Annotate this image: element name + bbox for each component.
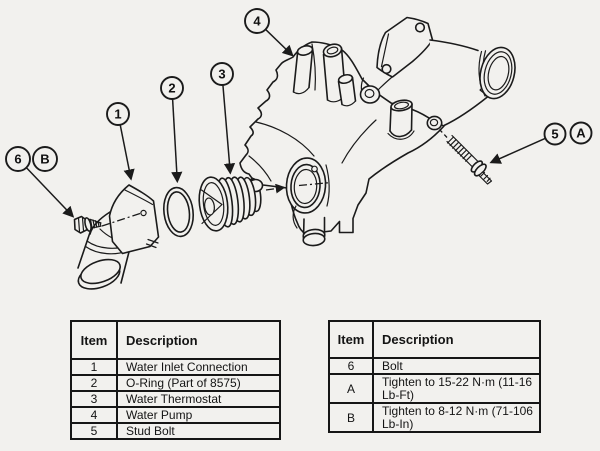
callout-5: 5	[543, 122, 567, 146]
item-description: Tighten to 8-12 N·m (71-106 Lb-In)	[382, 404, 533, 431]
item-column-header: Item	[330, 322, 374, 357]
item-number: 6	[330, 359, 374, 373]
bolt-drawing	[73, 212, 141, 234]
item-number: 5	[72, 424, 118, 438]
callout-4-label: 4	[253, 14, 261, 29]
description-column-header: Description	[382, 332, 454, 347]
callout-b: B	[32, 146, 58, 172]
callout-a: A	[569, 121, 593, 145]
mounting-boss	[359, 76, 393, 104]
table-row: 3 Water Thermostat	[72, 390, 279, 406]
item-description: Water Inlet Connection	[126, 360, 248, 374]
thermostat-seat-opening	[285, 157, 327, 214]
stud-bolt-hole-boss	[426, 115, 443, 131]
top-mounting-flange	[376, 16, 434, 78]
seat-bolt-hole	[311, 165, 318, 173]
flange-bolt-hole	[414, 22, 426, 33]
item-description: Water Pump	[126, 408, 193, 422]
callout-6-label: 6	[14, 152, 21, 167]
table-row: B Tighten to 8-12 N·m (71-106 Lb-In)	[330, 402, 539, 431]
table-header-row: Item Description	[330, 322, 539, 357]
stud-bolt-drawing	[439, 129, 493, 185]
o-ring-drawing	[163, 186, 194, 238]
item-number: 3	[72, 392, 118, 406]
item-description: Stud Bolt	[126, 424, 175, 438]
callout-3: 3	[210, 62, 234, 86]
table-row: 5 Stud Bolt	[72, 422, 279, 438]
callout-2: 2	[160, 76, 184, 100]
pump-stud-pins	[292, 43, 357, 107]
callout-1: 1	[106, 102, 130, 126]
centerline	[265, 183, 286, 194]
callout-b-label: B	[40, 152, 49, 167]
item-column-header: Item	[72, 322, 118, 358]
thermostat-drawing	[198, 176, 264, 232]
callout-leader-lines	[26, 28, 546, 218]
item-description: O-Ring (Part of 8575)	[126, 376, 241, 390]
description-column-header: Description	[126, 332, 198, 348]
callout-a-label: A	[576, 126, 586, 141]
parts-table-right: Item Description 6 Bolt A Tighten to 15-…	[328, 320, 541, 433]
item-number: 4	[72, 408, 118, 422]
callout-3-label: 3	[218, 67, 225, 82]
item-number: 1	[72, 360, 118, 374]
table-row: A Tighten to 15-22 N·m (11-16 Lb-Ft)	[330, 373, 539, 402]
table-row: 2 O-Ring (Part of 8575)	[72, 374, 279, 390]
callout-2-label: 2	[168, 81, 175, 96]
callout-1-label: 1	[114, 107, 121, 122]
lower-stub-tube	[292, 205, 326, 247]
callout-6: 6	[5, 146, 31, 172]
inlet-flange-hole	[140, 209, 147, 217]
bypass-port	[387, 99, 415, 140]
item-number: A	[330, 375, 374, 402]
item-description: Bolt	[382, 359, 403, 373]
callout-5-label: 5	[551, 127, 558, 142]
item-number: B	[330, 404, 374, 431]
callout-4: 4	[244, 8, 270, 34]
outlet-tube	[428, 39, 516, 127]
centerline	[298, 182, 330, 187]
water-inlet-connection-drawing	[77, 184, 160, 290]
water-pump-drawing	[239, 16, 516, 247]
table-row: 4 Water Pump	[72, 406, 279, 422]
table-row: 1 Water Inlet Connection	[72, 358, 279, 374]
table-header-row: Item Description	[72, 322, 279, 358]
flange-bolt-hole	[381, 63, 392, 75]
table-row: 6 Bolt	[330, 357, 539, 373]
item-number: 2	[72, 376, 118, 390]
item-description: Tighten to 15-22 N·m (11-16 Lb-Ft)	[382, 375, 533, 402]
item-description: Water Thermostat	[126, 392, 222, 406]
parts-table-left: Item Description 1 Water Inlet Connectio…	[70, 320, 281, 440]
